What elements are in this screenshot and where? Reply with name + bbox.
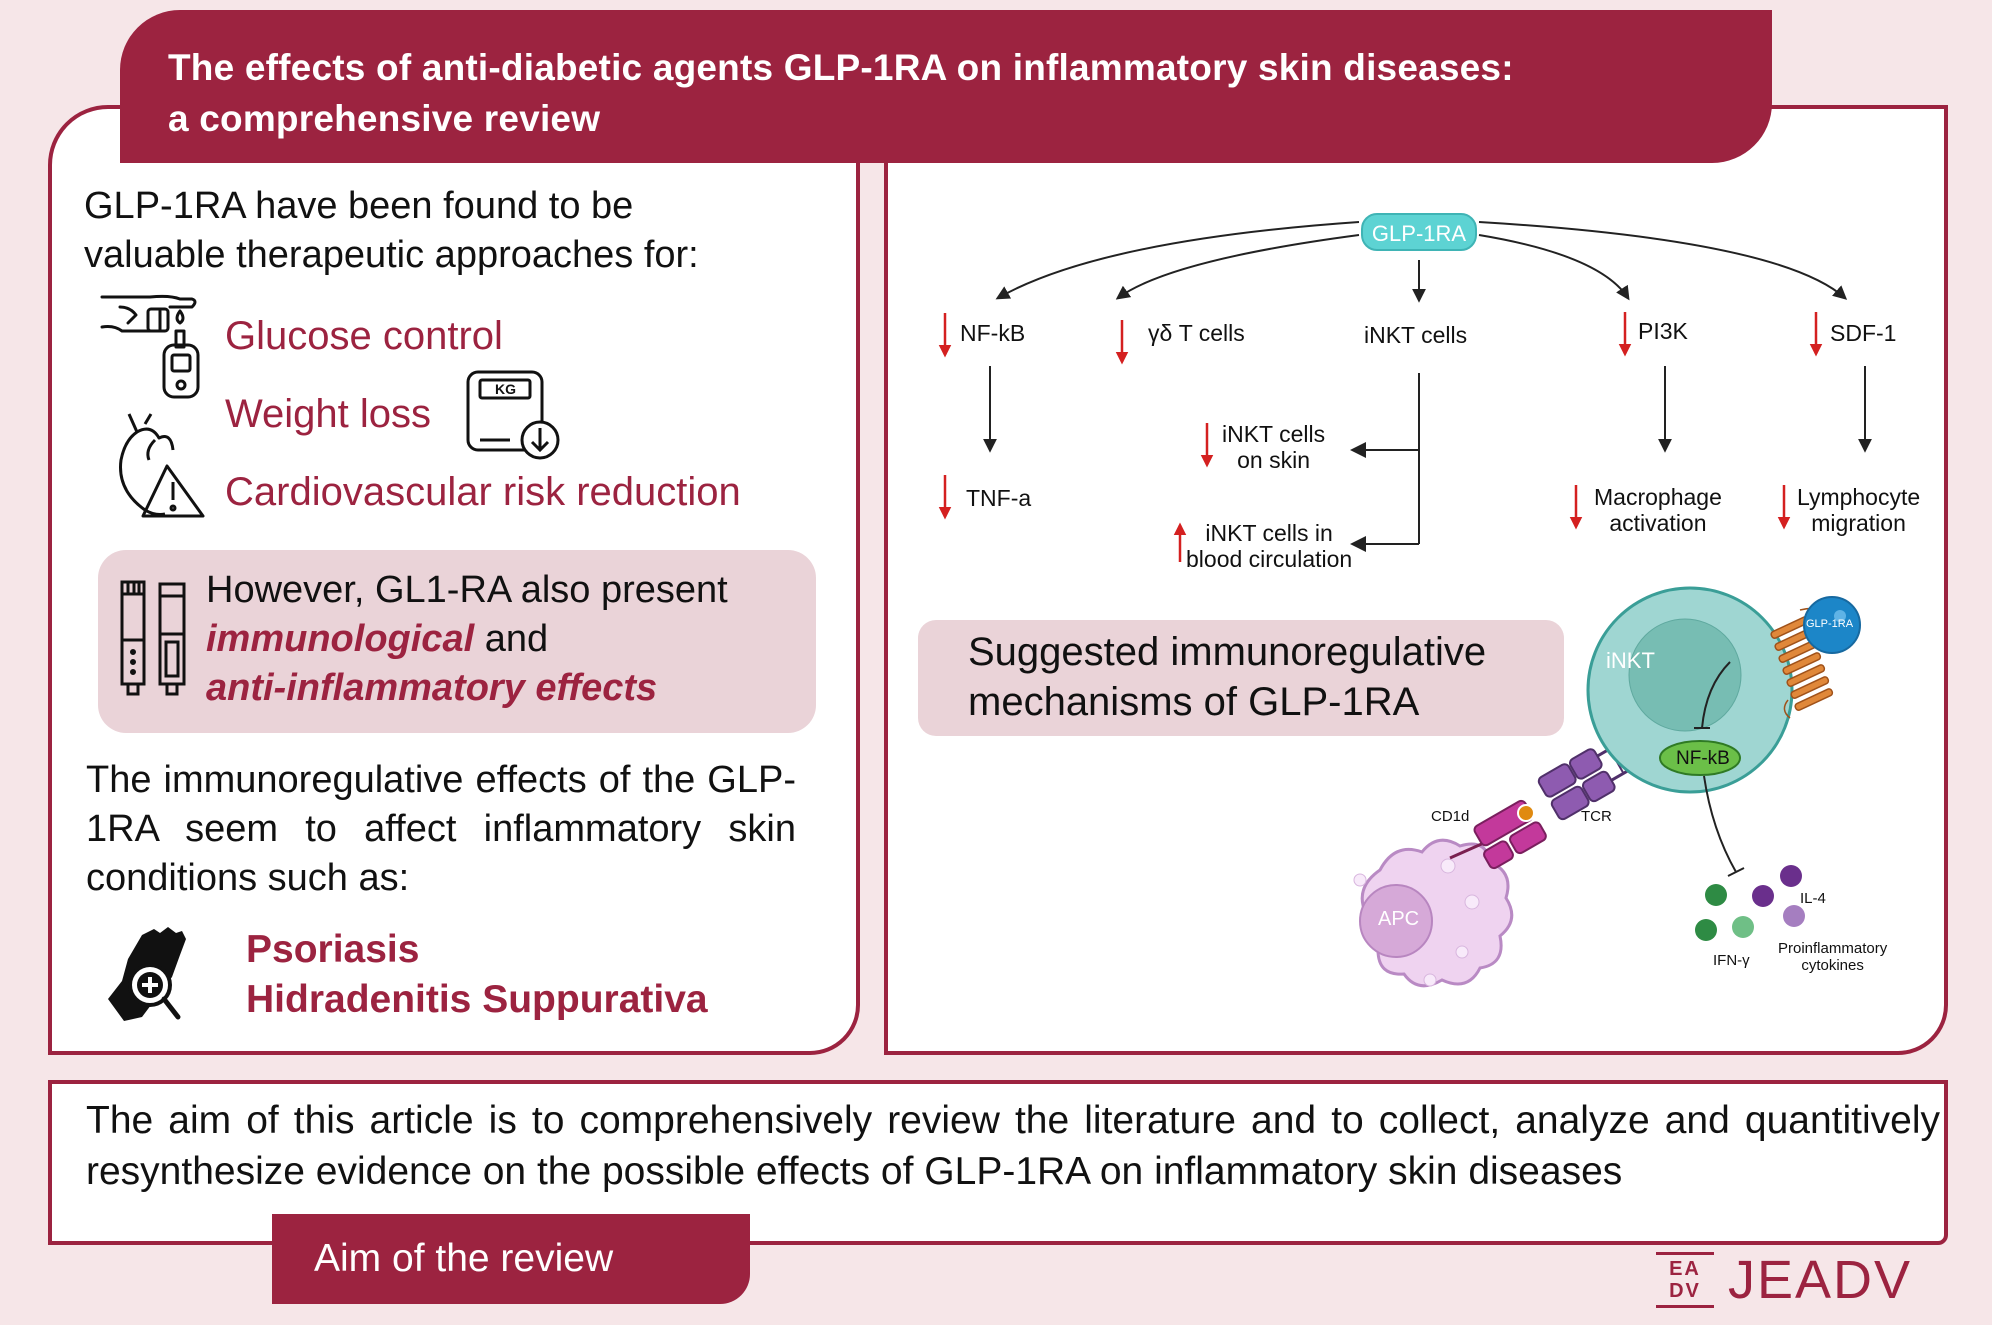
mechanism-line-2: mechanisms of GLP-1RA [968,680,1420,724]
glucose-meter-icon [100,294,200,399]
glp1ra-node: GLP-1RA [1361,213,1477,251]
immuno-text: The immunoregulative effects of the GLP-… [86,759,796,899]
benefit-cardiovascular: Cardiovascular risk reduction [225,470,741,514]
inkt-blood-line-1: iNKT cells in [1205,520,1333,546]
effect-tnf: TNF-a [966,485,1032,511]
mechanism-box [918,620,1564,736]
eadv-mark-icon: EA DV [1656,1252,1714,1308]
highlight-immunological: immunological [206,618,475,660]
scale-label: KG [495,381,516,397]
title-banner: The effects of anti-diabetic agents GLP-… [120,10,1772,163]
node-inkt-cells: iNKT cells [1364,322,1468,348]
aim-text: The aim of this article is to comprehens… [86,1099,1940,1193]
heart-warning-icon [119,413,205,518]
inkt-branch [1355,373,1420,545]
intro-text: GLP-1RA have been found to be valuable t… [84,182,824,280]
inkt-cell-illustration [1353,586,1861,988]
arrowhead-inkt-blood [1350,536,1366,552]
inkt-blood-line-2: blood circulation [1186,546,1353,572]
effect-inkt-skin: iNKT cells on skin [1222,421,1325,473]
effect-macrophage: Macrophage activation [1594,484,1722,536]
conditions-list: Psoriasis Hidradenitis Suppurativa [246,925,708,1025]
ifn-label: IFN-γ [1713,952,1750,969]
node-pi3k: PI3K [1638,318,1688,344]
logo-mark-top: EA [1669,1258,1701,1280]
antigen [1517,804,1535,822]
condition-hidradenitis: Hidradenitis Suppurativa [246,978,708,1021]
nfkb-label: NF-kB [1676,748,1730,769]
highlight-text: However, GL1-RA also present immunologic… [206,566,728,713]
tcr-label: TCR [1581,808,1612,825]
cytokines-line-2: cytokines [1801,957,1864,974]
title-line-2: a comprehensive review [168,98,601,139]
weight-scale-icon: KG [466,370,562,460]
il4-label: IL-4 [1800,890,1826,907]
lymphocyte-line-1: Lymphocyte [1797,484,1921,510]
apc-nucleus [1359,884,1433,958]
inkt-skin-line-2: on skin [1237,447,1310,473]
macrophage-line-1: Macrophage [1594,484,1722,510]
title-line-1: The effects of anti-diabetic agents GLP-… [168,47,1514,88]
node-nfkb: NF-kB [960,320,1026,346]
nfkb-ellipse [1659,740,1741,776]
arrow-to-sdf1 [1478,221,1848,300]
arrow-to-pi3k [1478,234,1630,301]
effect-lymphocyte: Lymphocyte migration [1797,484,1920,536]
cd1d-label: CD1d [1431,808,1470,825]
highlight-box [98,550,816,733]
inkt-nucleus [1628,618,1742,732]
intro-line-1: GLP-1RA have been found to be [84,185,634,227]
benefit-weight: Weight loss [225,392,432,436]
aim-tab: Aim of the review [272,1214,750,1304]
hand-magnifier-icon [108,927,186,1021]
condition-psoriasis: Psoriasis [246,928,420,971]
injection-pen-icon [120,580,186,696]
lymphocyte-line-2: migration [1811,510,1906,536]
cytokines-label: Proinflammatory cytokines [1778,940,1887,974]
highlight-and: and [474,618,549,660]
benefit-glucose: Glucose control [225,314,503,358]
inkt-label: iNKT [1606,648,1655,673]
node-sdf1: SDF-1 [1830,320,1897,346]
highlight-anti-inflammatory: anti-inflammatory effects [206,667,658,709]
arrow-to-gd-t [1115,234,1360,300]
glp-ligand [1803,596,1861,654]
jeadv-logo: EA DV JEADV [1656,1252,1912,1308]
highlight-line-1: However, GL1-RA also present [206,569,728,611]
intro-line-2: valuable therapeutic approaches for: [84,234,699,276]
effect-inkt-blood: iNKT cells in blood circulation [1186,520,1352,572]
mechanism-line-1: Suggested immunoregulative [968,630,1487,674]
arrow-to-nfkb [995,221,1360,300]
arrowhead-inkt-skin [1350,442,1366,458]
logo-mark-bottom: DV [1669,1280,1701,1302]
logo-text: JEADV [1728,1250,1913,1310]
macrophage-line-2: activation [1609,510,1707,536]
glp-ligand-label: GLP-1RA [1806,618,1854,630]
inkt-skin-line-1: iNKT cells [1222,421,1326,447]
mechanism-text: Suggested immunoregulative mechanisms of… [968,627,1486,727]
node-gd-t-cells: γδ T cells [1148,320,1245,346]
cytokines-line-1: Proinflammatory [1778,940,1888,957]
apc-label: APC [1378,908,1420,930]
